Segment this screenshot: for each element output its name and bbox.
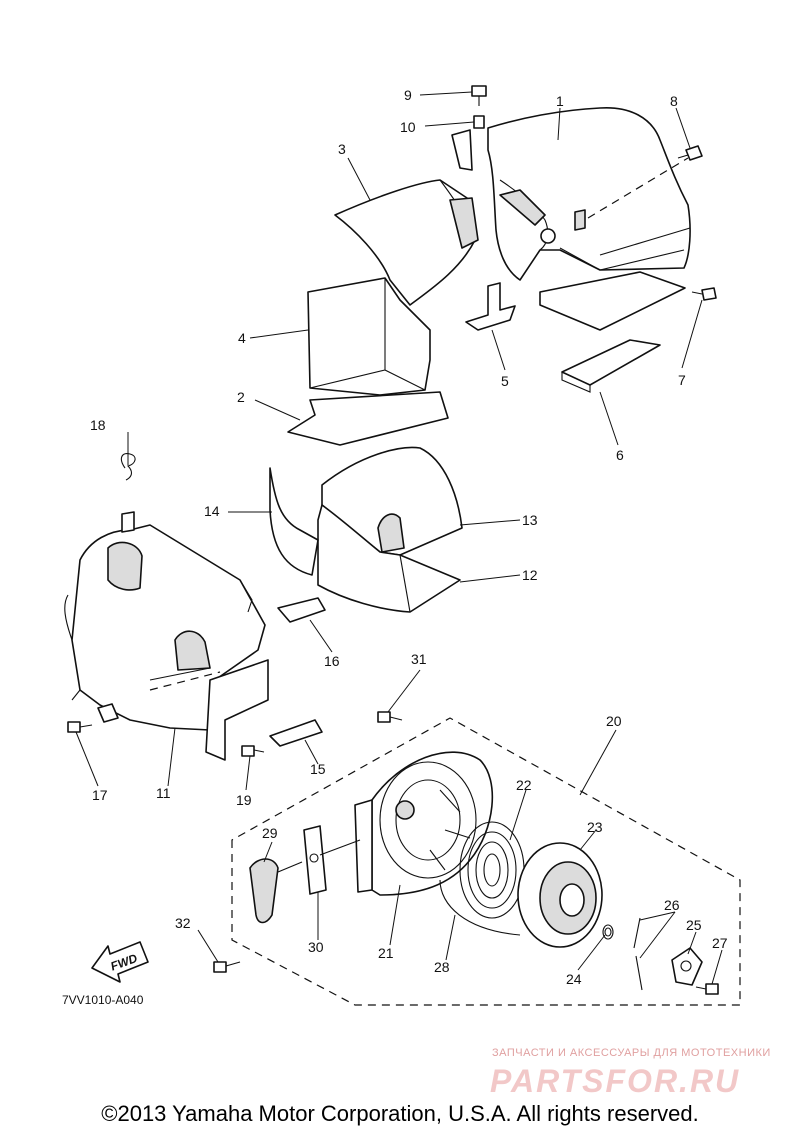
label-29: 29	[262, 825, 278, 841]
watermark: ЗАПЧАСТИ И АКСЕССУАРЫ ДЛЯ МОТОТЕХНИКИ PA…	[490, 1047, 771, 1099]
part-13-shroud	[321, 446, 463, 556]
watermark-tagline: ЗАПЧАСТИ И АКСЕССУАРЫ ДЛЯ МОТОТЕХНИКИ	[492, 1047, 771, 1059]
part-29-starter-handle	[249, 839, 361, 924]
leader-lines	[75, 91, 723, 985]
part-12-shroud-lower	[317, 504, 461, 613]
label-27: 27	[712, 935, 728, 951]
leader-dashed-8	[587, 157, 689, 219]
label-28: 28	[434, 959, 450, 975]
part-5-bracket	[465, 282, 516, 331]
label-13: 13	[522, 512, 538, 528]
exploded-parts-diagram: FWD 7VV1010-A040	[62, 85, 771, 1099]
part-25-drive-plate	[671, 947, 703, 986]
part-11-left-cover	[64, 511, 269, 761]
label-2: 2	[237, 389, 245, 405]
part-6-strip	[561, 339, 661, 393]
label-11: 11	[156, 785, 171, 801]
diagram-code: 7VV1010-A040	[62, 993, 144, 1007]
part-4-inner-panel	[307, 277, 431, 396]
label-17: 17	[92, 787, 108, 803]
part-15-seal	[269, 719, 323, 747]
part-19-screw	[241, 745, 265, 757]
part-14-gasket	[269, 467, 319, 576]
label-9: 9	[404, 87, 412, 103]
label-7: 7	[678, 372, 686, 388]
label-4: 4	[238, 330, 246, 346]
part-16-seal	[277, 597, 326, 623]
label-20: 20	[606, 713, 622, 729]
part-1-top-cowling	[451, 107, 691, 281]
part-28-starter-rope	[439, 879, 521, 936]
part-26-pins	[633, 917, 643, 991]
label-32: 32	[175, 915, 191, 931]
label-30: 30	[308, 939, 324, 955]
label-21: 21	[378, 945, 394, 961]
fwd-arrow: FWD	[91, 941, 149, 983]
label-6: 6	[616, 447, 624, 463]
part-32-screw	[213, 961, 241, 973]
part-27-screw	[695, 983, 719, 995]
label-15: 15	[310, 761, 326, 777]
label-26: 26	[664, 897, 680, 913]
part-24-small-spring	[602, 924, 614, 940]
copyright-notice: ©2013 Yamaha Motor Corporation, U.S.A. A…	[101, 1101, 699, 1126]
label-23: 23	[587, 819, 603, 835]
part-9-screw	[471, 85, 487, 106]
part-18-clip	[120, 453, 136, 481]
part-cowling-lower-panel	[539, 271, 686, 331]
label-1: 1	[556, 93, 564, 109]
part-10-collar	[473, 115, 485, 129]
label-16: 16	[324, 653, 340, 669]
part-23-pulley	[517, 842, 603, 948]
label-10: 10	[400, 119, 416, 135]
label-19: 19	[236, 792, 252, 808]
part-30-guide-plate	[303, 825, 327, 895]
part-number-labels: 9 10 1 8 3 4 2 5 7 6 18 14 13 12 16 31 2…	[90, 87, 728, 987]
label-24: 24	[566, 971, 582, 987]
label-5: 5	[501, 373, 509, 389]
part-31-screw	[377, 711, 403, 723]
label-12: 12	[522, 567, 538, 583]
label-18: 18	[90, 417, 106, 433]
part-17-screw	[67, 721, 93, 733]
label-25: 25	[686, 917, 702, 933]
part-3-cover-sheet	[334, 179, 479, 306]
part-2-base-sheet	[287, 391, 449, 446]
label-22: 22	[516, 777, 532, 793]
part-21-starter-case	[354, 751, 494, 896]
part-8-screw	[677, 145, 703, 161]
label-8: 8	[670, 93, 678, 109]
label-31: 31	[411, 651, 427, 667]
label-3: 3	[338, 141, 346, 157]
watermark-logo: PARTSFOR.RU	[490, 1063, 740, 1099]
part-7-screw	[691, 287, 717, 301]
assembly-20-outline	[231, 717, 741, 1006]
label-14: 14	[204, 503, 220, 519]
part-22-spiral-spring	[459, 821, 525, 919]
